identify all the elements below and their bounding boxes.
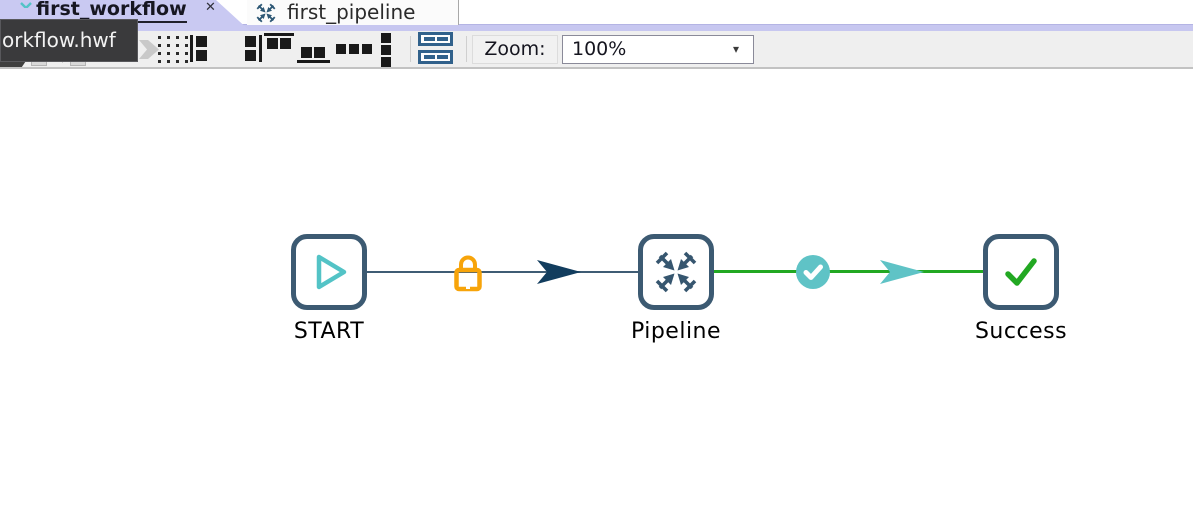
- arrowhead-icon: [880, 260, 924, 288]
- align-bottom-icon[interactable]: [297, 47, 330, 63]
- toolbar-separator: [410, 36, 411, 62]
- filename-tooltip: orkflow.hwf: [0, 19, 138, 62]
- play-icon: [316, 254, 347, 290]
- show-execution-results-icon[interactable]: [418, 32, 453, 64]
- obscured-toolbar-icon: [0, 58, 28, 67]
- disabled-forward-icon: [139, 40, 159, 59]
- workflow-canvas[interactable]: START Pipeline: [0, 69, 1193, 513]
- pipeline-icon: [254, 1, 278, 25]
- toolbar-separator: [466, 36, 467, 62]
- close-icon[interactable]: ✕: [205, 0, 216, 15]
- check-circle-icon[interactable]: [796, 255, 830, 289]
- converge-arrows-icon: [655, 251, 697, 293]
- distribute-horizontally-icon[interactable]: [336, 44, 372, 54]
- align-right-icon[interactable]: [245, 35, 263, 62]
- tab-bar: first_workflow ✕: [0, 0, 1193, 31]
- snap-to-grid-icon[interactable]: [158, 35, 190, 63]
- workflow-icon: [19, 0, 33, 8]
- tab-label: first_pipeline: [287, 0, 416, 24]
- distribute-vertically-icon[interactable]: [381, 33, 391, 67]
- node-label: START: [293, 319, 365, 344]
- align-top-icon[interactable]: [264, 33, 294, 49]
- node-label: Pipeline: [630, 319, 722, 344]
- lock-icon[interactable]: [453, 253, 483, 297]
- main-toolbar: Zoom: 100% ▾: [0, 31, 1193, 69]
- zoom-level-combobox[interactable]: 100% ▾: [562, 35, 754, 64]
- node-start[interactable]: [291, 234, 367, 310]
- zoom-value: 100%: [572, 38, 627, 60]
- node-pipeline[interactable]: [638, 234, 714, 310]
- active-tab-strip: [0, 24, 1193, 31]
- align-left-icon[interactable]: [190, 35, 208, 62]
- hop-line-pipeline-success: [714, 270, 984, 273]
- zoom-label: Zoom:: [472, 35, 558, 64]
- arrowhead-icon: [537, 260, 581, 288]
- check-icon: [1005, 258, 1037, 286]
- chevron-down-icon[interactable]: ▾: [732, 42, 739, 56]
- node-label: Success: [974, 319, 1068, 344]
- tab-first-pipeline[interactable]: first_pipeline: [247, 0, 459, 25]
- hop-line-start-pipeline: [367, 271, 640, 273]
- node-success[interactable]: [983, 234, 1059, 310]
